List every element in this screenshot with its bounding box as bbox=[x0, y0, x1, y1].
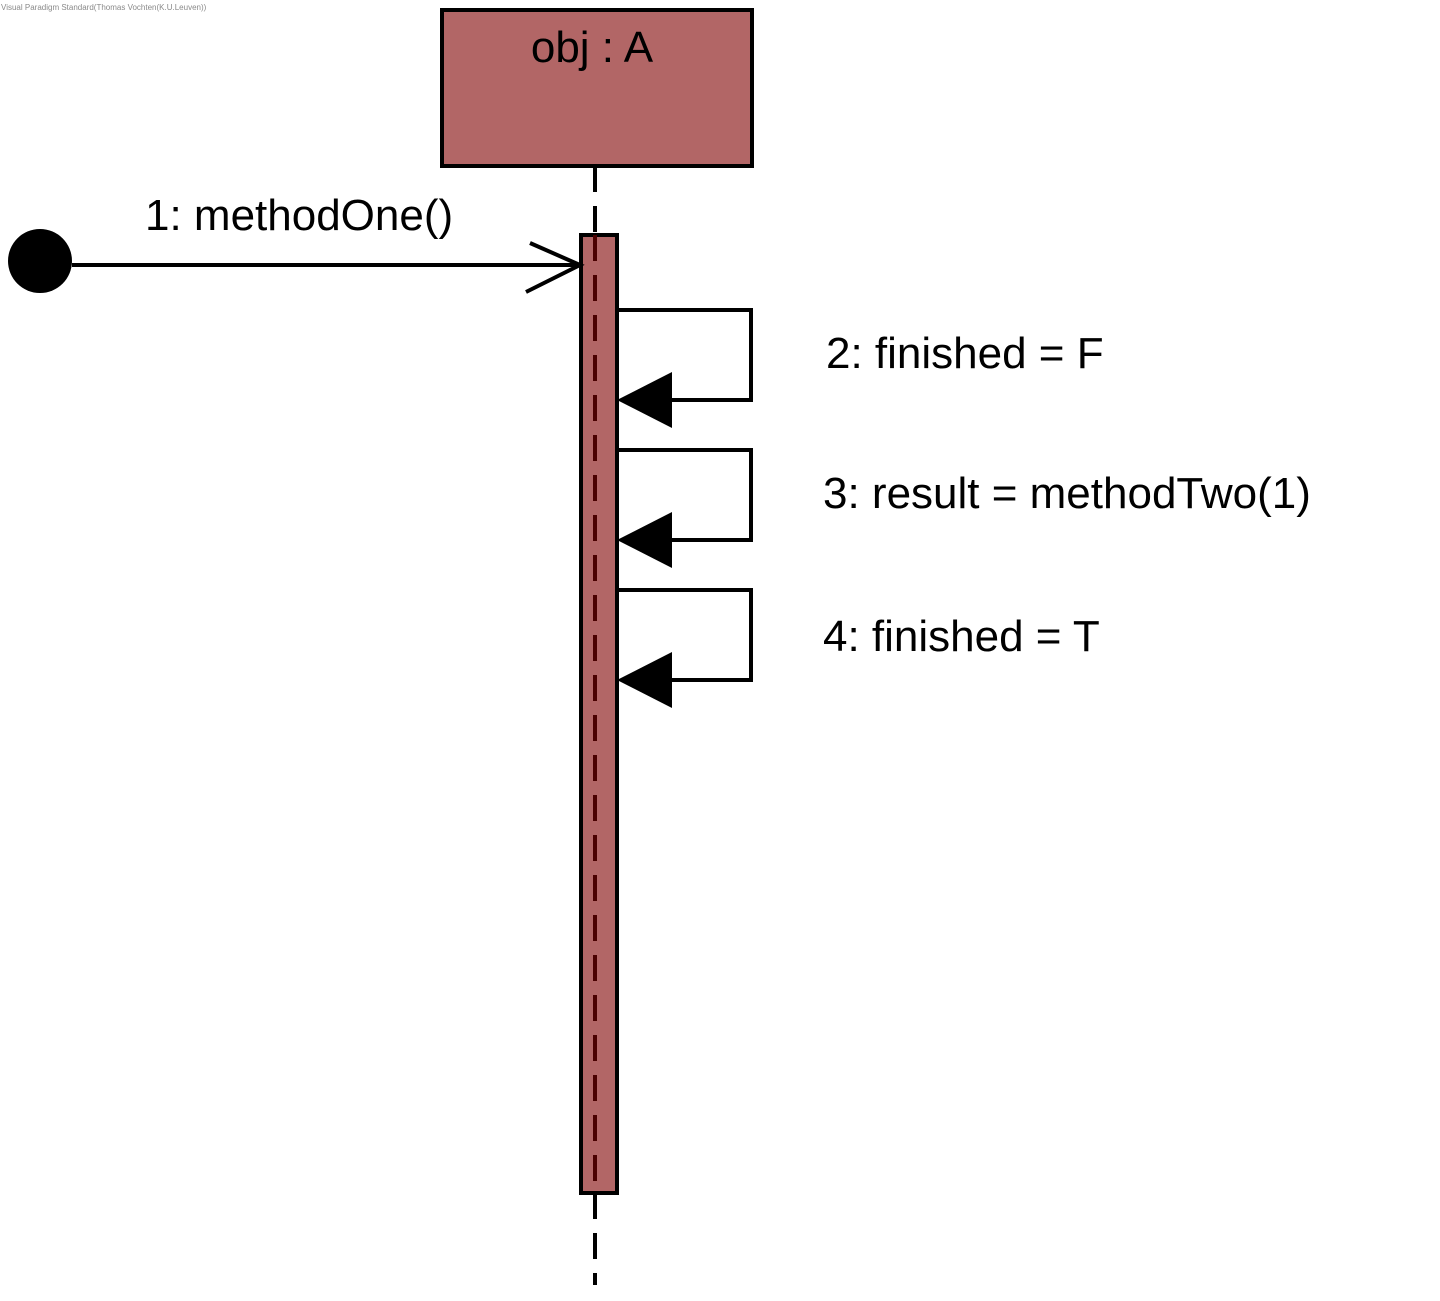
lifeline-obj-a[interactable]: obj : A bbox=[440, 8, 754, 168]
activation-bar[interactable] bbox=[579, 233, 619, 1195]
filled-arrowhead-icon bbox=[617, 652, 672, 708]
lifeline-head-box[interactable] bbox=[440, 8, 754, 168]
message-2[interactable]: 2: finished = F bbox=[617, 308, 1104, 428]
open-arrowhead-icon bbox=[525, 241, 585, 294]
watermark-text: Visual Paradigm Standard(Thomas Vochten(… bbox=[1, 3, 207, 12]
message-1[interactable]: 1: methodOne() bbox=[8, 191, 585, 294]
message-1-label: 1: methodOne() bbox=[145, 191, 453, 240]
message-3-label: 3: result = methodTwo(1) bbox=[823, 469, 1311, 518]
message-3[interactable]: 3: result = methodTwo(1) bbox=[617, 448, 1311, 568]
found-message-dot bbox=[8, 229, 72, 293]
filled-arrowhead-icon bbox=[617, 512, 672, 568]
filled-arrowhead-icon bbox=[617, 372, 672, 428]
message-4-label: 4: finished = T bbox=[823, 612, 1100, 661]
message-4[interactable]: 4: finished = T bbox=[617, 588, 1100, 708]
message-3-line[interactable] bbox=[617, 448, 753, 542]
message-4-line[interactable] bbox=[617, 588, 753, 682]
message-2-label: 2: finished = F bbox=[826, 329, 1104, 378]
message-2-line[interactable] bbox=[617, 308, 753, 402]
lifeline-name: obj : A bbox=[531, 23, 654, 72]
